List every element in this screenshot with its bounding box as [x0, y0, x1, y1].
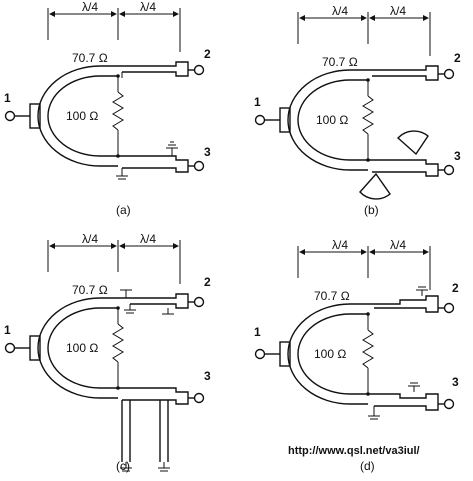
panel-b-dim-right: λ/4	[390, 4, 406, 18]
panel-c-dim-right: λ/4	[140, 232, 156, 246]
panel-d-dim-left: λ/4	[332, 238, 348, 252]
panel-a-impedance: 70.7 Ω	[72, 51, 108, 65]
panel-d-impedance: 70.7 Ω	[314, 289, 350, 303]
panel-c-port-2: 2	[204, 275, 211, 289]
panel-d-caption: (d)	[360, 459, 375, 473]
panel-a-resistor: 100 Ω	[66, 109, 98, 123]
panel-a-caption: (a)	[116, 203, 131, 217]
source-url: http://www.qsl.net/va3iul/	[288, 445, 420, 457]
panel-d-port-3: 3	[452, 375, 459, 389]
panel-a-port-3: 3	[204, 145, 211, 159]
panel-b-impedance: 70.7 Ω	[322, 55, 358, 69]
panel-d-dim-right: λ/4	[390, 238, 406, 252]
panel-b-resistor: 100 Ω	[316, 113, 348, 127]
panel-a-port-2: 2	[204, 47, 211, 61]
panel-a: λ/4 λ/4 70.7 Ω 100 Ω 1 2 3 (a)	[4, 0, 211, 217]
panel-b-caption: (b)	[364, 203, 379, 217]
panel-b: λ/4 λ/4 70.7 Ω 100 Ω 1 2 3 (b)	[254, 4, 461, 217]
panel-c-caption: (c)	[116, 459, 130, 473]
panel-b-port-1: 1	[254, 95, 261, 109]
panel-c-port-3: 3	[204, 369, 211, 383]
panel-d: λ/4 λ/4 70.7 Ω 100 Ω 1 2 3 (d)	[254, 238, 459, 473]
panel-a-dim-left: λ/4	[82, 0, 98, 14]
panel-d-port-2: 2	[452, 281, 459, 295]
panel-c: λ/4 λ/4 70.7 Ω 100 Ω 1 2 3 (c)	[4, 232, 211, 473]
panel-c-port-1: 1	[4, 323, 11, 337]
panel-c-impedance: 70.7 Ω	[72, 283, 108, 297]
panel-b-port-3: 3	[454, 149, 461, 163]
panel-d-resistor: 100 Ω	[314, 347, 346, 361]
panel-b-dim-left: λ/4	[332, 4, 348, 18]
panel-c-resistor: 100 Ω	[66, 341, 98, 355]
panel-a-port-1: 1	[4, 91, 11, 105]
panel-a-dim-right: λ/4	[140, 0, 156, 14]
panel-d-port-1: 1	[254, 325, 261, 339]
panel-c-dim-left: λ/4	[82, 232, 98, 246]
panel-b-port-2: 2	[454, 51, 461, 65]
